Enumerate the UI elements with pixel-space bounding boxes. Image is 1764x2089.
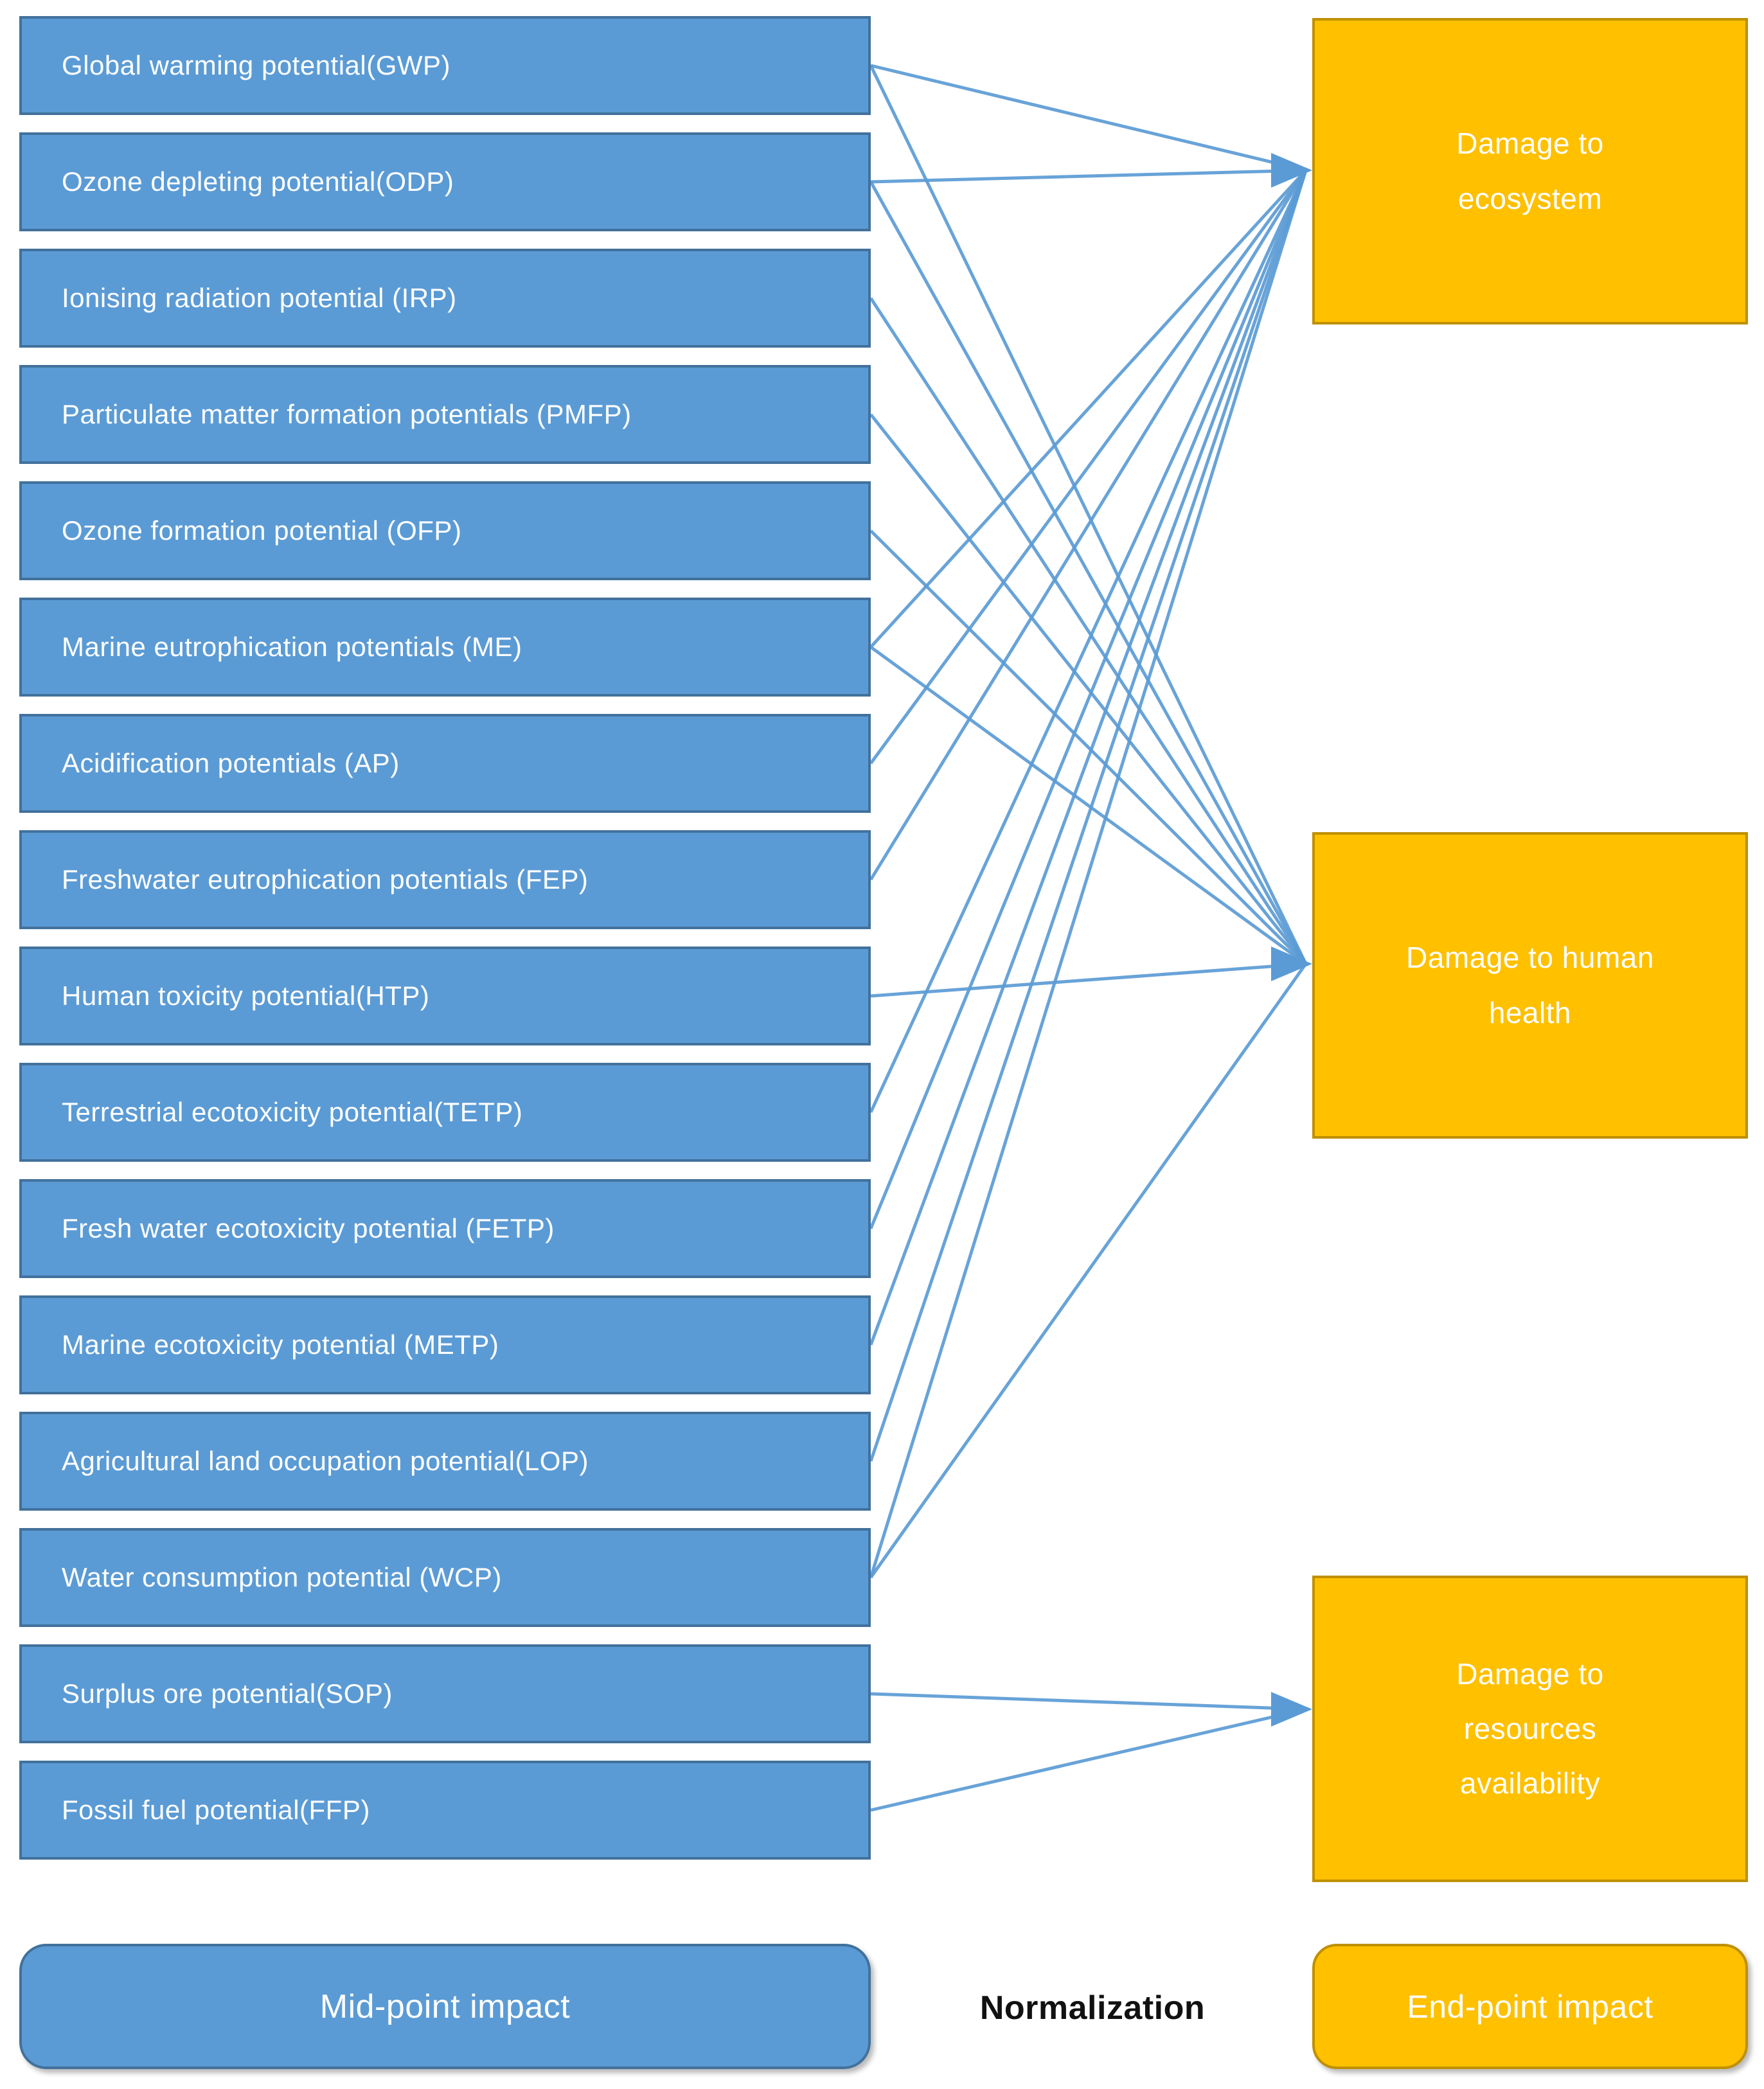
midpoint-label-lop: Agricultural land occupation potential(L… bbox=[62, 1446, 589, 1476]
midpoint-box-tetp: Terrestrial ecotoxicity potential(TETP) bbox=[19, 1063, 871, 1162]
midpoint-label-ofp: Ozone formation potential (OFP) bbox=[62, 515, 462, 546]
arrow-wcp-to-human_health bbox=[869, 963, 1308, 1579]
midpoint-label-wcp: Water consumption potential (WCP) bbox=[62, 1562, 502, 1592]
arrow-tetp-to-ecosystem bbox=[869, 169, 1308, 1114]
arrow-fetp-to-ecosystem bbox=[869, 170, 1308, 1229]
arrow-gwp-to-ecosystem bbox=[870, 64, 1306, 172]
midpoint-label-fep: Freshwater eutrophication potentials (FE… bbox=[62, 864, 589, 894]
midpoint-label-fetp: Fresh water ecotoxicity potential (FETP) bbox=[62, 1213, 555, 1243]
midpoint-box-sop: Surplus ore potential(SOP) bbox=[19, 1644, 871, 1743]
endpoint-label-human_health: Damage to human health bbox=[1406, 941, 1654, 1029]
midpoint-box-ofp: Ozone formation potential (OFP) bbox=[19, 481, 871, 580]
midpoint-box-odp: Ozone depleting potential(ODP) bbox=[19, 132, 871, 231]
midpoint-label-pmfp: Particulate matter formation potentials … bbox=[62, 399, 632, 429]
arrow-odp-to-ecosystem bbox=[870, 168, 1306, 184]
arrowhead-human_health bbox=[1271, 947, 1312, 981]
arrow-ap-to-ecosystem bbox=[869, 169, 1308, 765]
endpoint-box-resources: Damage to resources availability bbox=[1312, 1576, 1748, 1882]
midpoint-label-metp: Marine ecotoxicity potential (METP) bbox=[62, 1329, 499, 1360]
midpoint-box-gwp: Global warming potential(GWP) bbox=[19, 16, 871, 115]
midpoint-box-ap: Acidification potentials (AP) bbox=[19, 714, 871, 813]
arrow-fep-to-ecosystem bbox=[869, 169, 1308, 881]
arrow-pmfp-to-human_health bbox=[869, 413, 1307, 965]
midpoint-legend: Mid-point impact bbox=[19, 1944, 871, 2069]
midpoint-box-fep: Freshwater eutrophication potentials (FE… bbox=[19, 830, 871, 929]
arrow-metp-to-ecosystem bbox=[869, 170, 1308, 1346]
arrowhead-resources bbox=[1271, 1692, 1312, 1727]
arrow-irp-to-human_health bbox=[869, 297, 1308, 965]
midpoint-box-irp: Ionising radiation potential (IRP) bbox=[19, 249, 871, 348]
midpoint-label-htp: Human toxicity potential(HTP) bbox=[62, 981, 430, 1011]
midpoint-label-ffp: Fossil fuel potential(FFP) bbox=[62, 1795, 370, 1825]
arrow-gwp-to-human_health bbox=[869, 64, 1308, 965]
midpoint-box-fetp: Fresh water ecotoxicity potential (FETP) bbox=[19, 1179, 871, 1278]
midpoint-box-wcp: Water consumption potential (WCP) bbox=[19, 1528, 871, 1627]
arrowhead-ecosystem bbox=[1271, 153, 1312, 188]
midpoint-box-metp: Marine ecotoxicity potential (METP) bbox=[19, 1295, 871, 1394]
midpoint-label-gwp: Global warming potential(GWP) bbox=[62, 50, 451, 80]
endpoint-legend: End-point impact bbox=[1312, 1944, 1748, 2069]
midpoint-label-ap: Acidification potentials (AP) bbox=[62, 748, 400, 778]
midpoint-box-me: Marine eutrophication potentials (ME) bbox=[19, 598, 871, 697]
midpoint-box-pmfp: Particulate matter formation potentials … bbox=[19, 365, 871, 464]
midpoint-label-irp: Ionising radiation potential (IRP) bbox=[62, 283, 457, 313]
midpoint-label-me: Marine eutrophication potentials (ME) bbox=[62, 632, 522, 662]
midpoint-label-odp: Ozone depleting potential(ODP) bbox=[62, 166, 454, 197]
midpoint-legend-label: Mid-point impact bbox=[319, 1987, 571, 2025]
endpoint-legend-label: End-point impact bbox=[1407, 1988, 1653, 2025]
arrow-htp-to-human_health bbox=[870, 962, 1306, 998]
arrow-me-to-ecosystem bbox=[869, 169, 1307, 648]
midpoint-label-sop: Surplus ore potential(SOP) bbox=[62, 1678, 393, 1709]
midpoint-box-lop: Agricultural land occupation potential(L… bbox=[19, 1412, 871, 1511]
endpoint-label-resources: Damage to resources availability bbox=[1456, 1657, 1604, 1800]
arrow-lop-to-ecosystem bbox=[869, 170, 1308, 1462]
arrow-wcp-to-ecosystem bbox=[869, 170, 1308, 1578]
arrow-ofp-to-human_health bbox=[869, 529, 1307, 965]
endpoint-box-ecosystem: Damage to ecosystem bbox=[1312, 18, 1748, 324]
midpoint-label-tetp: Terrestrial ecotoxicity potential(TETP) bbox=[62, 1097, 523, 1127]
endpoint-label-ecosystem: Damage to ecosystem bbox=[1456, 127, 1604, 215]
midpoint-box-htp: Human toxicity potential(HTP) bbox=[19, 947, 871, 1045]
arrow-me-to-human_health bbox=[869, 645, 1307, 966]
midpoint-box-ffp: Fossil fuel potential(FFP) bbox=[19, 1761, 871, 1860]
arrow-sop-to-resources bbox=[870, 1692, 1306, 1711]
arrow-ffp-to-resources bbox=[870, 1707, 1306, 1812]
normalization-label: Normalization bbox=[979, 1989, 1206, 2027]
endpoint-box-human_health: Damage to human health bbox=[1312, 832, 1748, 1139]
arrow-odp-to-human_health bbox=[869, 181, 1308, 965]
